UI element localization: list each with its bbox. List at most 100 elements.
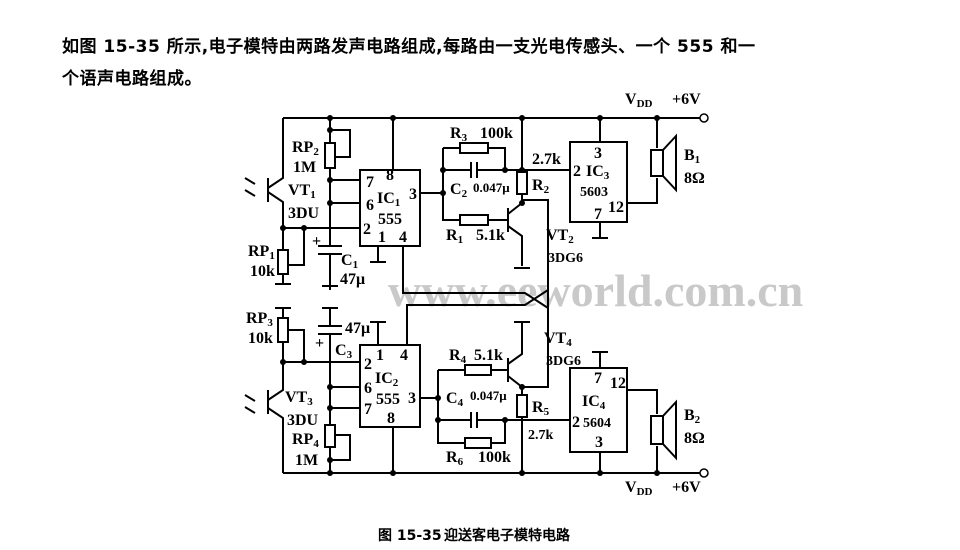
circuit-wire — [327, 177, 333, 183]
ic1-p3-text: 3 — [409, 186, 417, 203]
vdd-sub-text: DD — [637, 98, 653, 110]
ic3-p12-text: 12 — [608, 199, 624, 216]
r6-sub-text: 6 — [458, 456, 464, 468]
c3-value: 47μ — [345, 320, 370, 337]
circuit-wire — [435, 417, 441, 423]
circuit-wire — [662, 133, 677, 193]
circuit-wire — [519, 470, 525, 476]
figure-caption-title: 迎送客电子模特电路 — [444, 527, 571, 544]
circuit-wire — [519, 200, 525, 206]
circuit-wire — [420, 147, 570, 221]
circuit-wire — [370, 288, 549, 473]
circuit-wire — [502, 417, 508, 423]
r5-value: 2.7k — [528, 428, 554, 443]
ic2-p1-text: 1 — [376, 347, 384, 364]
r3-sub-text: 3 — [462, 132, 468, 144]
circuit-wire — [283, 179, 360, 266]
vt1-sub-text: 1 — [310, 189, 316, 201]
paragraph-line-1: 如图 15-35 所示,电子模特由两路发声电路组成,每路由一支光电传感头、一个 … — [62, 37, 756, 57]
r2-text: R — [532, 177, 544, 194]
r1-text: R — [446, 227, 458, 244]
r2-label: R2 — [532, 177, 550, 196]
circuit-wire — [301, 225, 307, 231]
r5-resistor — [516, 394, 528, 418]
vt2-text: VT — [546, 227, 569, 244]
c1-sub-text: 1 — [353, 259, 359, 271]
c1-plus: + — [312, 233, 321, 250]
r5-sub-text: 5 — [544, 406, 550, 418]
vt1-label: VT1 — [288, 182, 316, 201]
rp1-potentiometer — [277, 249, 289, 275]
vt3-text: VT — [285, 389, 308, 406]
rp3-sub-text: 3 — [267, 317, 273, 329]
vt4-sub-text: 4 — [566, 337, 572, 349]
ic4-text: IC — [582, 393, 600, 410]
rp3-potentiometer — [277, 317, 289, 343]
vdd-label-bottom: VDD — [625, 479, 653, 498]
c3-text: C — [335, 342, 347, 359]
c1-capacitor — [318, 245, 342, 287]
rp3-text: RP — [246, 310, 268, 327]
rp2-sub-text: 2 — [313, 146, 319, 158]
labels-top: VDD +6V RP2 1M VT1 3DU RP1 10k + C1 47μ … — [248, 91, 705, 288]
vt4-transistor — [507, 321, 530, 473]
voltage-label-bottom: +6V — [672, 479, 701, 496]
circuit-wire — [440, 167, 446, 173]
ic3-text: IC — [586, 163, 604, 180]
rp4-text: RP — [292, 431, 314, 448]
light-arrows-icon — [244, 394, 256, 414]
ic3-5603 — [569, 141, 628, 223]
speaker-b1-icon — [650, 149, 664, 177]
b1-text: B — [684, 147, 695, 164]
rp2-label: RP2 — [292, 139, 319, 158]
watermark: www.eeworld.com.cn — [388, 265, 803, 316]
ic3-p7-text: 7 — [594, 206, 602, 223]
ic1-text: IC — [377, 190, 395, 207]
circuit-wire — [472, 416, 476, 424]
circuit-wire — [592, 351, 658, 473]
r4-value: 5.1k — [474, 347, 503, 364]
b1-value: 8Ω — [684, 170, 705, 187]
ic1-sub-text: 1 — [395, 197, 401, 209]
vt2-sub-text: 2 — [568, 234, 574, 246]
c3-label: C3 — [335, 342, 353, 361]
circuit-wire — [280, 225, 286, 231]
c2-label: C2 — [450, 181, 468, 200]
vdd-text: V — [625, 479, 637, 496]
vt2-type: 3DG6 — [548, 251, 583, 266]
c1-text: C — [341, 252, 353, 269]
c2-sub-text: 2 — [462, 188, 468, 200]
circuit-wire — [327, 457, 333, 463]
b2-sub-text: 2 — [695, 414, 701, 426]
circuit-wire — [301, 359, 307, 365]
circuit-wire — [280, 359, 660, 476]
bottom-circuit — [244, 288, 709, 478]
vdd-label-top: VDD — [625, 91, 653, 110]
vdd-terminal-bottom — [699, 468, 709, 478]
vdd-sub-text: DD — [637, 486, 653, 498]
b1-sub-text: 1 — [695, 154, 701, 166]
circuit-wire — [519, 384, 525, 390]
ic1-p4-text: 4 — [399, 229, 407, 246]
vdd-text: V — [625, 91, 637, 108]
ic1-555 — [359, 169, 421, 247]
c2-value: 0.047μ — [473, 180, 510, 195]
circuit-wire — [654, 470, 660, 476]
c4-label: C4 — [446, 390, 464, 409]
rp4-potentiometer — [324, 424, 336, 448]
circuit-wire — [283, 329, 360, 363]
r5-text: R — [532, 399, 544, 416]
b2-text: B — [684, 407, 695, 424]
circuit-wire — [440, 190, 446, 196]
figure-caption-number: 图 15-35 — [378, 528, 442, 544]
circuit-wire — [326, 247, 334, 253]
r4-text: R — [449, 347, 461, 364]
ic2-555 — [359, 344, 421, 428]
ic2-p2-text: 2 — [364, 356, 372, 373]
ic2-p7-text: 7 — [364, 401, 372, 418]
r2-resistor — [516, 171, 528, 195]
vt1-phototransistor — [267, 118, 284, 228]
rp2-text: RP — [292, 139, 314, 156]
ic1-type: 555 — [378, 211, 402, 228]
ic4-p2-text: 2 — [572, 414, 580, 431]
